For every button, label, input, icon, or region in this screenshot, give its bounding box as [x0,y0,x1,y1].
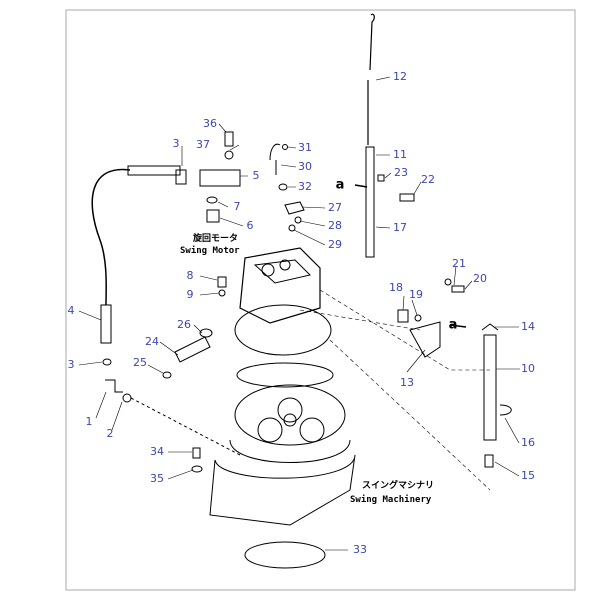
elbow-30 [269,143,281,175]
part-number-label[interactable]: 37 [196,138,210,151]
swing-motor-caption-jp: 旋回モータ [193,234,239,244]
part-number-label[interactable]: 15 [521,469,535,482]
motor-flange [234,304,332,356]
part-number-label[interactable]: 13 [400,376,414,389]
planetary-gear [234,384,346,446]
block-5 [199,169,241,187]
fitting-15 [484,454,494,468]
drawing-frame [65,9,576,591]
part-number-label[interactable]: 28 [328,219,342,232]
o-ring [236,362,334,388]
swing-machinery-caption-jp: スイングマシナリ [362,481,435,491]
leader-lines [78,76,520,551]
part-number-label[interactable]: 33 [353,543,367,556]
part-number-label[interactable]: 7 [233,200,241,213]
part-number-label[interactable]: 18 [389,281,403,294]
elbow-1 [105,379,123,393]
ring-gear [229,439,351,463]
part-number-label[interactable]: 16 [521,436,535,449]
tube-11 [365,146,375,258]
arrow-mark-a: a [335,177,345,193]
bolt-22 [399,193,415,202]
part-number-label[interactable]: 19 [409,288,423,301]
hose [91,168,131,306]
machinery-housing [209,454,356,526]
clamp-16 [499,404,512,416]
swing-motor [239,247,321,324]
fitting-27 [284,201,305,215]
part-number-label[interactable]: 29 [328,238,342,251]
arrow-mark-a: a [448,317,458,333]
part-number-label[interactable]: 27 [328,201,342,214]
part-number-label[interactable]: 21 [452,257,466,270]
part-number-label[interactable]: 20 [473,272,487,285]
part-number-label[interactable]: 17 [393,221,407,234]
part-number-label[interactable]: 22 [421,173,435,186]
part-number-label[interactable]: 6 [246,219,254,232]
part-number-label[interactable]: 25 [133,356,147,369]
part-number-label[interactable]: 26 [177,318,191,331]
part-number-label[interactable]: 8 [186,269,194,282]
fitting-14 [481,323,499,331]
part-number-label[interactable]: 12 [393,70,407,83]
part-number-label[interactable]: 9 [186,288,194,301]
part-number-label[interactable]: 35 [150,472,164,485]
dipstick-12 [367,13,375,145]
o-ring-33 [244,541,326,569]
part-number-label[interactable]: 32 [298,180,312,193]
swing-machinery-caption-en: Swing Machinery [350,495,432,505]
part-number-label[interactable]: 23 [394,166,408,179]
pipe-10 [483,334,497,441]
part-number-label[interactable]: 4 [67,304,75,317]
part-number-label[interactable]: 30 [298,160,312,173]
part-number-label[interactable]: 5 [252,169,260,182]
part-number-label[interactable]: 11 [393,148,407,161]
hose-fitting [127,165,181,176]
bolt-36 [224,131,234,147]
part-number-label[interactable]: 3 [67,358,75,371]
part-number-label[interactable]: 3 [172,137,180,150]
part-number-label[interactable]: 31 [298,141,312,154]
part-number-label[interactable]: 36 [203,117,217,130]
part-number-label[interactable]: 2 [106,427,114,440]
hose-end-fitting [100,304,112,344]
part-number-label[interactable]: 10 [521,362,535,375]
bracket-13 [409,321,441,358]
part-number-label[interactable]: 24 [145,335,159,348]
part-number-label[interactable]: 14 [521,320,535,333]
part-number-label[interactable]: 1 [85,415,93,428]
swing-motor-caption-en: Swing Motor [180,246,240,256]
part-number-label[interactable]: 34 [150,445,164,458]
valve-24 [174,336,211,363]
